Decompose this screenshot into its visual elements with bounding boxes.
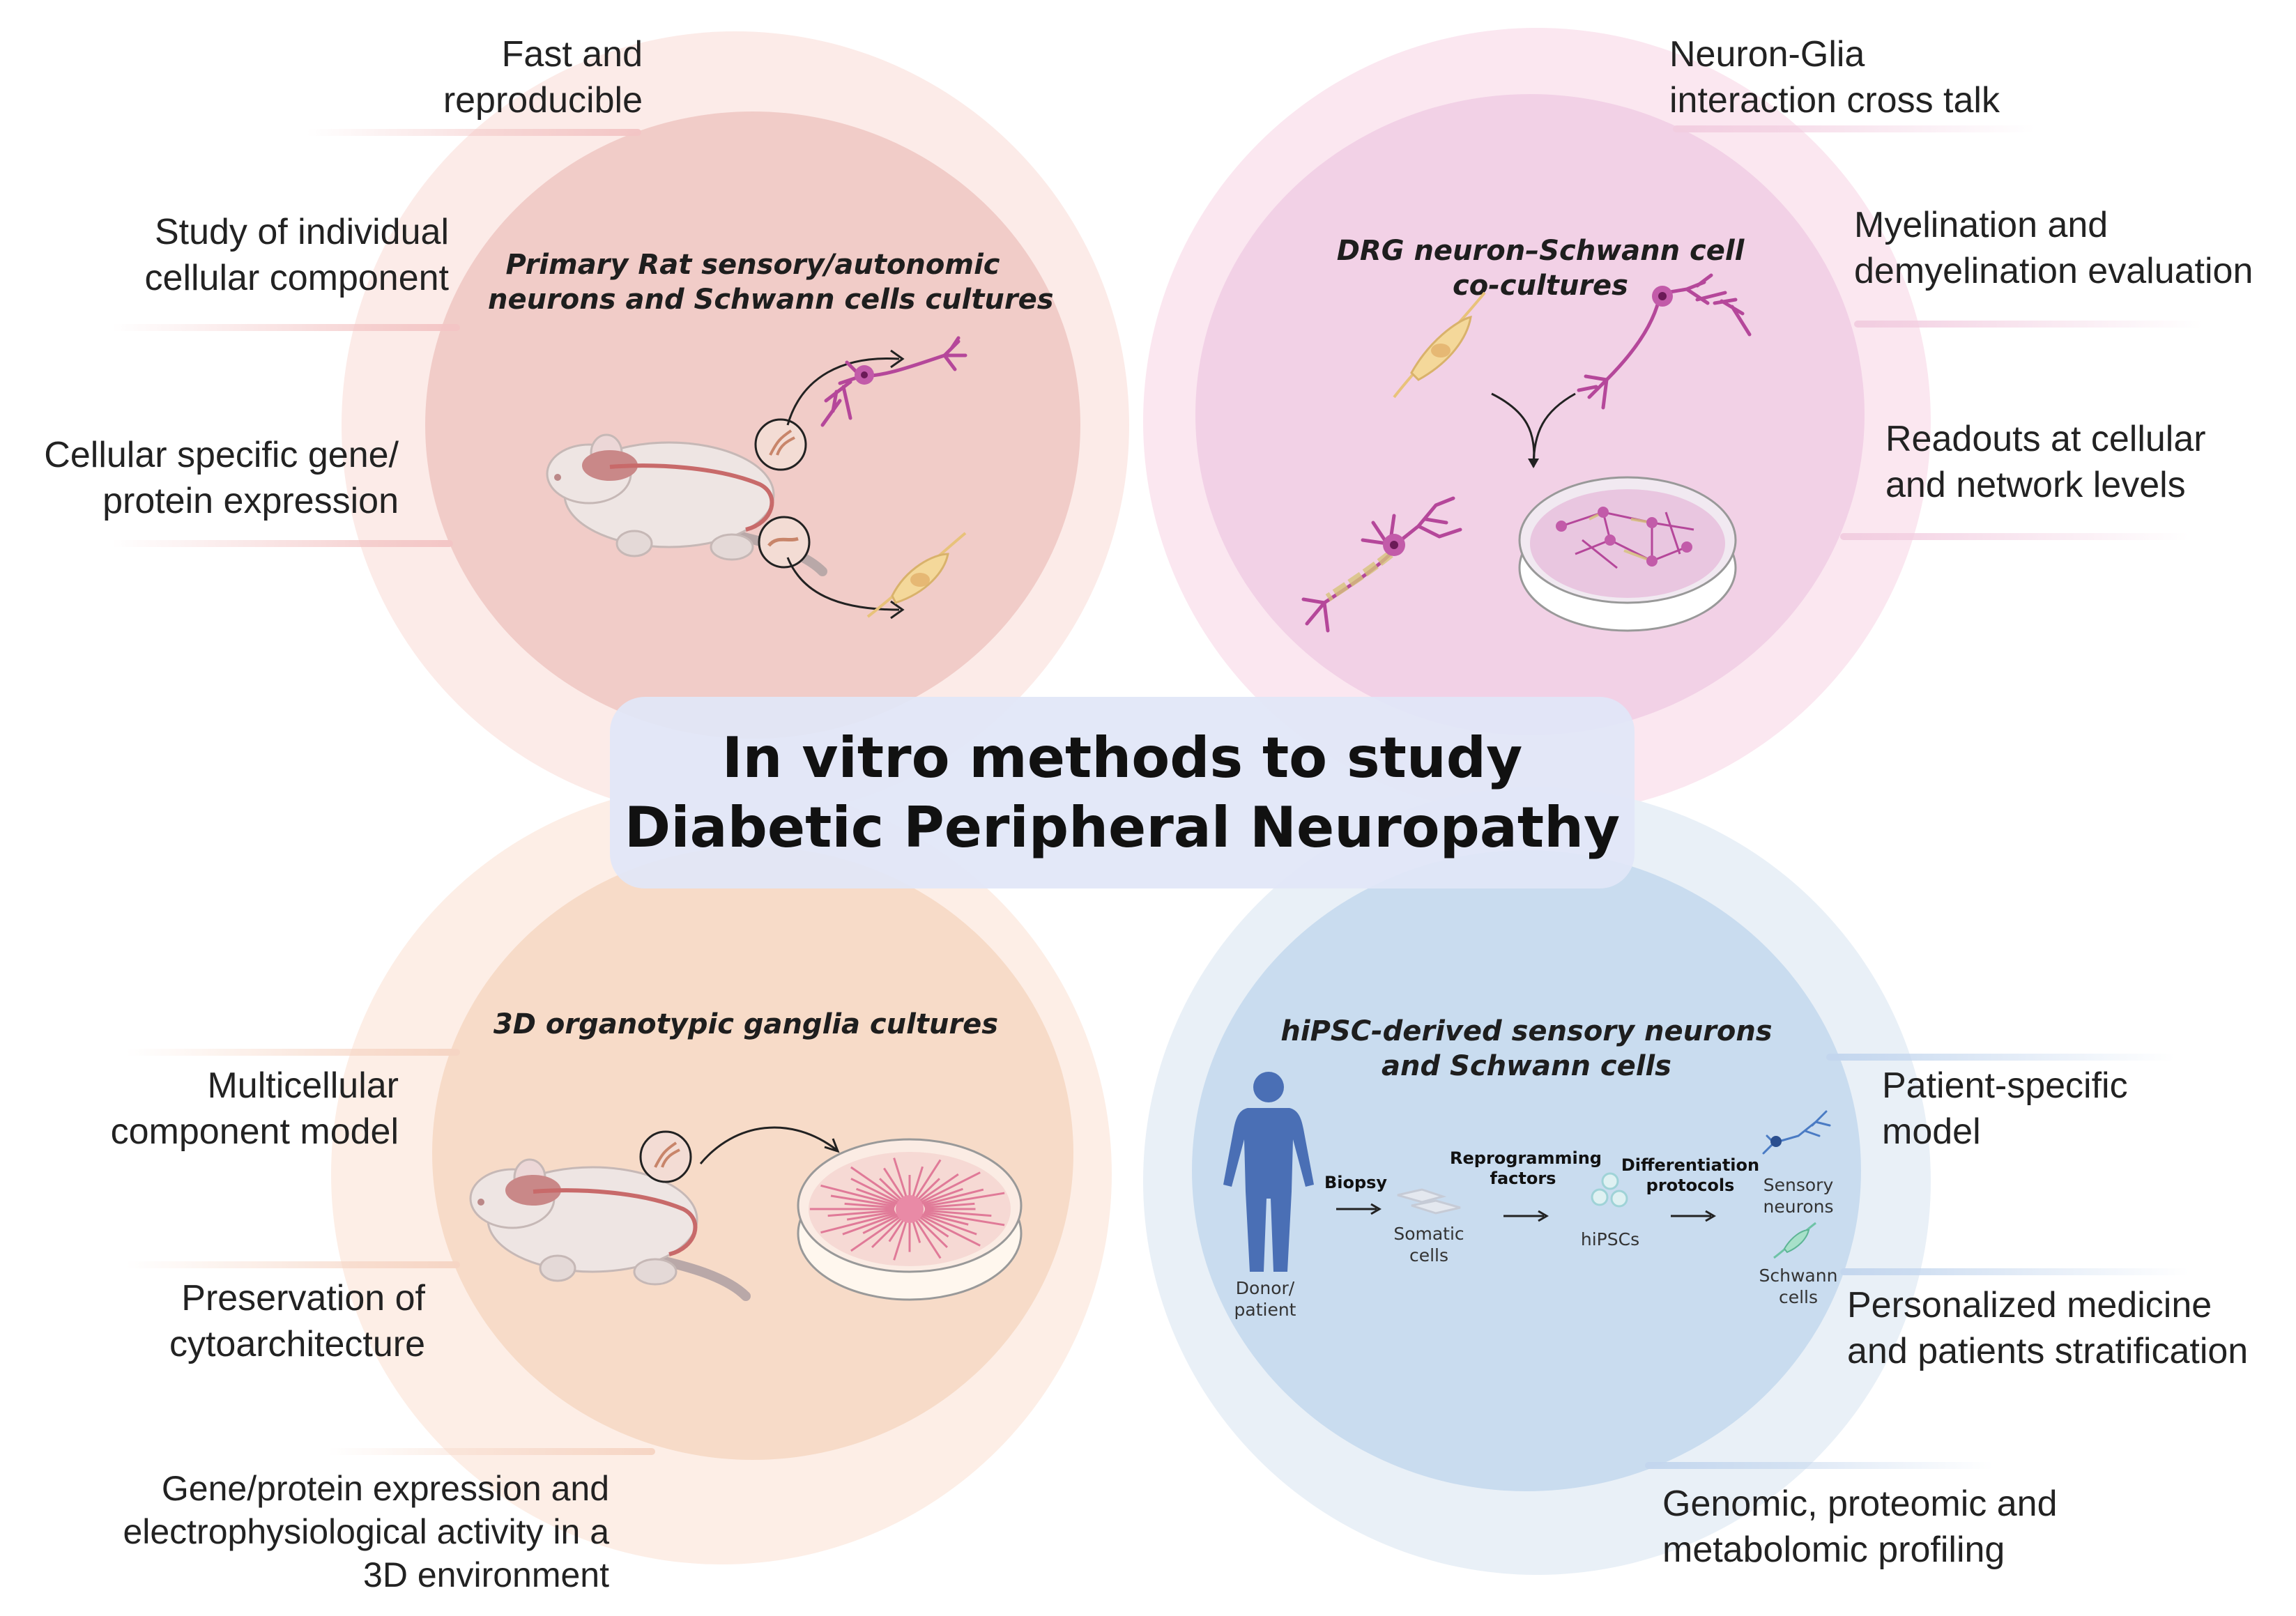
top-left-panel-title: Primary Rat sensory/autonomic neurons an… (488, 249, 1054, 316)
ganglion-axon-ray (850, 1178, 900, 1204)
ganglion-axon-ray (915, 1178, 940, 1202)
feature-myelination: Myelination and demyelination evaluation (1854, 205, 2253, 291)
leader-line (307, 129, 641, 136)
ganglion-axon-ray (827, 1209, 895, 1217)
ganglion-axon-ray (919, 1171, 981, 1204)
main-title-line2: Diabetic Peripheral Neuropathy (624, 794, 1621, 860)
leader-line (1854, 321, 2203, 328)
sensory-neurons-label: Sensory neurons (1763, 1175, 1834, 1217)
ganglion-axon-ray (923, 1188, 984, 1206)
ganglion-axon-ray (842, 1213, 898, 1236)
main-title-line1: In vitro methods to study (721, 725, 1523, 790)
feature-3d-environment: Gene/protein expression and electrophysi… (123, 1469, 609, 1594)
zoom-circle-icon (639, 1130, 692, 1183)
ganglion-axon-ray (924, 1209, 992, 1217)
bottom-left-panel-title: 3D organotypic ganglia cultures (493, 1008, 999, 1040)
ganglion-axon-ray (921, 1187, 963, 1205)
ganglion-axon-ray (924, 1192, 1005, 1208)
ganglion-axon-ray (844, 1202, 895, 1209)
ganglion-axon-ray (911, 1166, 924, 1201)
leader-line (112, 540, 453, 547)
arrow-icon (1503, 1210, 1549, 1222)
arrow-icon (1671, 1210, 1716, 1222)
feature-individual-component: Study of individual cellular component (144, 212, 449, 298)
feature-cytoarchitecture: Preservation of cytoarchitecture (169, 1278, 425, 1364)
leader-line (125, 1261, 460, 1268)
leader-line (125, 1049, 460, 1056)
ganglion-axon-ray (918, 1173, 959, 1203)
ganglion-axon-ray (893, 1217, 908, 1261)
ganglion-axon-ray (856, 1187, 898, 1205)
arrow-icon (786, 349, 905, 426)
ganglion-axon-ray (888, 1217, 906, 1242)
leader-line (1673, 125, 2035, 132)
top-right-circle (1195, 94, 1865, 735)
leader-line (112, 324, 460, 331)
ganglion-axon-ray (924, 1202, 975, 1209)
ganglion-axon-ray (862, 1214, 900, 1234)
rat-illustration (469, 1158, 751, 1301)
somatic-cells-icon (1397, 1188, 1461, 1215)
ganglion-axon-ray (879, 1178, 904, 1202)
main-title-box: In vitro methods to study Diabetic Perip… (610, 697, 1635, 888)
ganglion-axon-ray (921, 1213, 977, 1236)
ganglion-axon-ray (846, 1210, 896, 1221)
zoom-circle-icon (754, 418, 807, 471)
arrow-icon (1336, 1203, 1382, 1215)
top-right-panel-title: DRG neuron–Schwann cell co-cultures (1336, 235, 1745, 302)
ganglion-axon-ray (924, 1210, 1005, 1226)
ganglion-axon-ray (850, 1166, 901, 1203)
feature-readouts: Readouts at cellular and network levels (1885, 419, 2206, 505)
top-left-circle (425, 111, 1080, 739)
ganglion-axon-ray (830, 1194, 896, 1208)
feature-fast-reproducible: Fast and reproducible (443, 34, 643, 121)
leader-line (1840, 1268, 2189, 1275)
petri-dish-icon (1518, 476, 1737, 632)
leader-line (1840, 533, 2189, 540)
feature-gene-protein-expression: Cellular specific gene/ protein expressi… (44, 435, 399, 521)
hipsc-cells-icon (1591, 1172, 1628, 1208)
ganglia-culture-dish-icon (797, 1138, 1023, 1301)
ganglion-axon-ray (820, 1212, 896, 1234)
ganglion-axon-ray (893, 1157, 908, 1201)
leader-line (1826, 1054, 2175, 1061)
schwann-cells-label: Schwann cells (1759, 1265, 1838, 1307)
somatic-cells-label: Somatic cells (1393, 1224, 1464, 1265)
ganglion-axon-ray (913, 1159, 942, 1201)
donor-label: Donor/ patient (1234, 1278, 1296, 1320)
leader-line (1645, 1462, 1993, 1469)
sensory-neuron-icon (1762, 1110, 1831, 1155)
schwann-cell-icon (1773, 1222, 1816, 1259)
feature-patient-specific: Patient-specific model (1882, 1065, 2128, 1152)
neuron-icon (1577, 273, 1752, 410)
zoom-circle-icon (758, 516, 811, 569)
myelinated-neuron-icon (1301, 496, 1462, 633)
feature-neuron-glia: Neuron-Glia interaction cross talk (1669, 34, 2000, 121)
ganglion-axon-ray (923, 1212, 969, 1226)
arrow-icon (699, 1126, 840, 1164)
arrow-icon (1491, 392, 1576, 468)
reprogramming-label: Reprogramming factors (1450, 1148, 1602, 1188)
feature-multicellular: Multicellular component model (110, 1065, 399, 1152)
ganglion-axon-ray (918, 1215, 949, 1238)
human-figure-icon (1223, 1072, 1314, 1272)
ganglion-axon-ray (883, 1167, 906, 1201)
leader-line (328, 1448, 655, 1455)
feature-omic-profiling: Genomic, proteomic and metabolomic profi… (1662, 1484, 2058, 1570)
bottom-right-panel-title: hiPSC-derived sensory neurons and Schwan… (1280, 1015, 1773, 1082)
feature-personalized-medicine: Personalized medicine and patients strat… (1847, 1285, 2249, 1371)
differentiation-label: Differentiation protocols (1621, 1155, 1760, 1195)
schwann-cell-icon (866, 532, 967, 618)
ganglion-axon-ray (913, 1217, 942, 1259)
neuron-icon (820, 336, 967, 427)
ganglion-axon-ray (919, 1214, 981, 1247)
ganglion-axon-ray (820, 1184, 896, 1206)
biopsy-label: Biopsy (1324, 1173, 1388, 1192)
ganglion-axon-ray (850, 1215, 901, 1252)
hipscs-label: hiPSCs (1580, 1229, 1640, 1249)
ganglion-axon-ray (871, 1216, 904, 1248)
ganglion-axon-ray (915, 1216, 948, 1248)
schwann-cell-icon (1393, 291, 1486, 399)
